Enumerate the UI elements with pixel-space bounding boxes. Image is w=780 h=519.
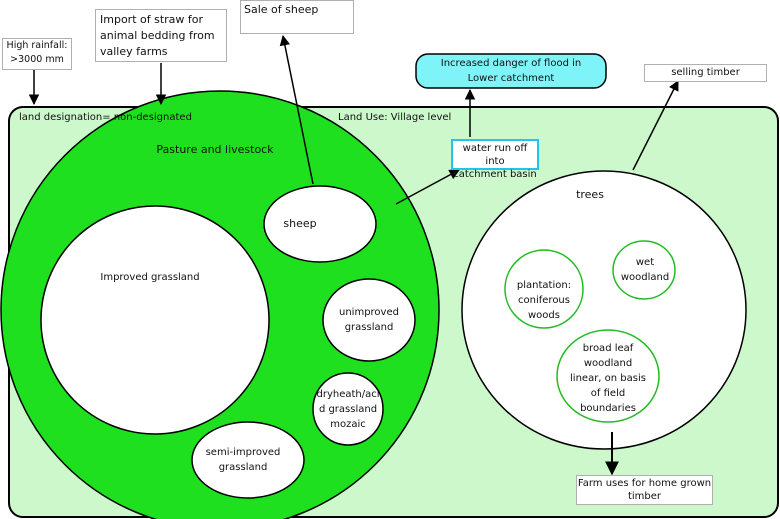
farm-uses-box: Farm uses for home grown timber (576, 475, 713, 505)
sheep-sale-arrow (279, 34, 314, 185)
straw-input-box: Import of straw for animal bedding from … (95, 9, 227, 62)
unimproved-grassland-label: unimproved grassland (339, 307, 399, 333)
dryheath-circle (312, 372, 384, 446)
pasture-title: Pasture and livestock (156, 143, 274, 156)
runoff-box: water run off into catchment basin (451, 139, 539, 180)
semi-improved-label: semi-improved grassland (205, 447, 281, 473)
sheep-label: sheep (283, 217, 317, 230)
flood-box (415, 53, 607, 89)
unimproved-grassland-circle (322, 278, 416, 362)
wet-woodland-circle (612, 240, 676, 300)
runoff-arrow (395, 169, 460, 205)
broadleaf-circle (556, 329, 660, 423)
plantation-circle (504, 249, 584, 329)
broadleaf-label: broad leaf woodland linear, on basis of … (570, 343, 646, 414)
semi-improved-circle (191, 421, 305, 499)
improved-grassland-circle (40, 205, 270, 435)
rainfall-label: High rainfall: >3000 mm (2, 38, 72, 70)
trees-circle (461, 170, 747, 450)
wet-woodland-label: wet woodland (620, 257, 670, 283)
improved-grassland-label: Improved grassland (100, 272, 200, 283)
timber-sale-box: selling timber (644, 64, 767, 82)
landuse-title: Land Use: Village level (338, 112, 452, 123)
trees-title: trees (576, 188, 604, 201)
dryheath-label: dryheath/aci d grassland mozaic (316, 389, 380, 430)
plantation-label: plantation: coniferous woods (516, 280, 572, 321)
sheep-circle (263, 185, 377, 263)
land-designation-label: land designation= non-designated (19, 112, 192, 123)
timber-sale-arrow (632, 80, 679, 171)
sheep-sale-box: Sale of sheep (240, 0, 354, 34)
flood-label: Increased danger of flood in Lower catch… (440, 58, 582, 84)
